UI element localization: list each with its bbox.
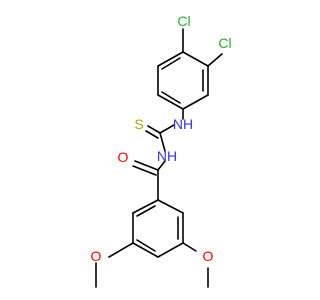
methoxy-oxygen-right-label: O: [203, 248, 214, 264]
bond-nh-co: [157, 160, 166, 171]
bond-cl-right: [207, 53, 223, 67]
dichlorophenyl-ring: [157, 51, 209, 110]
bond-ring-o-left: [108, 242, 134, 258]
bond-c-s-1: [147, 125, 161, 134]
nh-lower-label: NH: [157, 148, 177, 164]
bond-co-1: [134, 160, 159, 171]
nh-upper-label: NH: [173, 116, 193, 132]
bond-nh-c: [159, 124, 175, 134]
bond-c-s-2: [145, 130, 159, 139]
bond-c-nh: [159, 132, 166, 152]
chlorine-right-label: Cl: [218, 35, 231, 51]
bond-co-2: [132, 165, 157, 176]
structure-canvas: Cl Cl NH S NH O O O: [90, 13, 232, 288]
carbonyl-oxygen-label: O: [118, 149, 129, 165]
sulfur-label: S: [134, 116, 143, 132]
molecule-structure: Cl Cl NH S NH O O O: [91, 13, 232, 288]
methoxy-oxygen-left-label: O: [91, 248, 102, 264]
chlorine-top-label: Cl: [177, 13, 190, 29]
bond-ring-o-right: [182, 242, 197, 252]
dimethoxyphenyl-ring: [132, 199, 184, 258]
